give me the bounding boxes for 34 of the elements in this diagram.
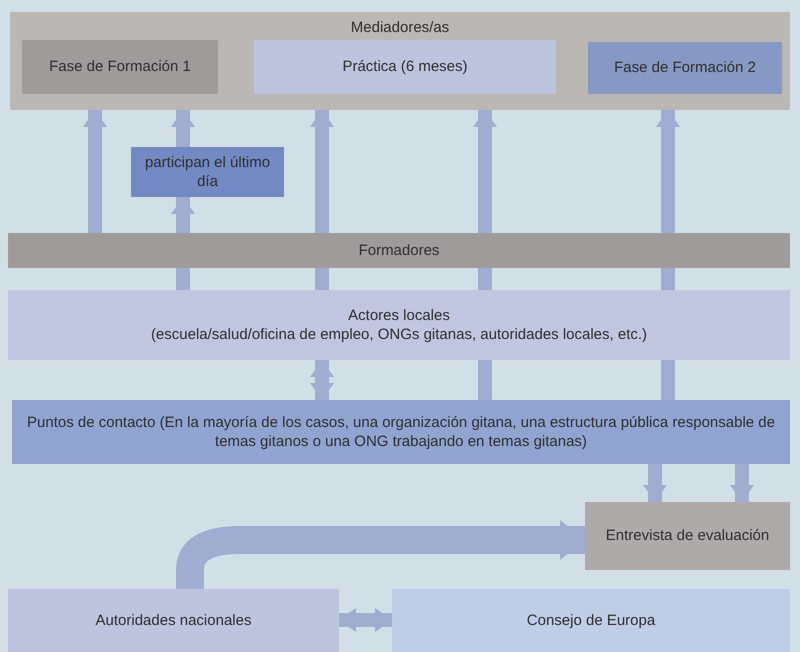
block-arrow xyxy=(310,360,334,400)
block-arrow xyxy=(730,464,754,502)
box-subtitle: (escuela/salud/oficina de empleo, ONGs gitanas, autoridades locales, etc.) xyxy=(150,325,648,344)
box-title: Entrevista de evaluación xyxy=(606,526,770,546)
block-arrow xyxy=(83,110,107,233)
block-arrow xyxy=(171,197,195,233)
block-arrow xyxy=(339,608,392,632)
phase-box xyxy=(22,40,218,94)
box-title: participan el último día xyxy=(144,152,272,192)
box-title: Puntos de contacto (En la mayoría de los casos, una organización gitana, una estructura pública responsable de temas gitanos o una ONG trabajando en temas gitanas) xyxy=(26,412,776,452)
process-box xyxy=(392,589,790,652)
box-title: Autoridades nacionales xyxy=(96,610,252,630)
block-arrow xyxy=(176,520,585,589)
note-box xyxy=(131,147,284,197)
box-title: Consejo de Europa xyxy=(526,610,656,630)
box-title: Mediadores/as xyxy=(350,18,450,38)
box-title: Actores locales xyxy=(348,306,450,325)
block-arrow xyxy=(310,110,334,233)
process-box xyxy=(8,589,339,652)
block-arrow xyxy=(171,110,195,147)
band-box xyxy=(8,290,790,360)
block-arrow xyxy=(656,110,680,233)
block-arrow xyxy=(643,464,667,502)
phase-box xyxy=(254,40,556,94)
box-title: Fase de Formación 2 xyxy=(614,58,756,78)
band-box xyxy=(8,233,790,268)
phase-box xyxy=(588,42,782,94)
band-box xyxy=(12,400,790,464)
box-title: Fase de Formación 1 xyxy=(49,57,191,77)
block-arrow xyxy=(473,110,497,233)
box-title: Formadores xyxy=(358,240,440,260)
group-box xyxy=(10,12,790,110)
process-box xyxy=(585,502,790,570)
box-title: Práctica (6 meses) xyxy=(342,57,468,77)
